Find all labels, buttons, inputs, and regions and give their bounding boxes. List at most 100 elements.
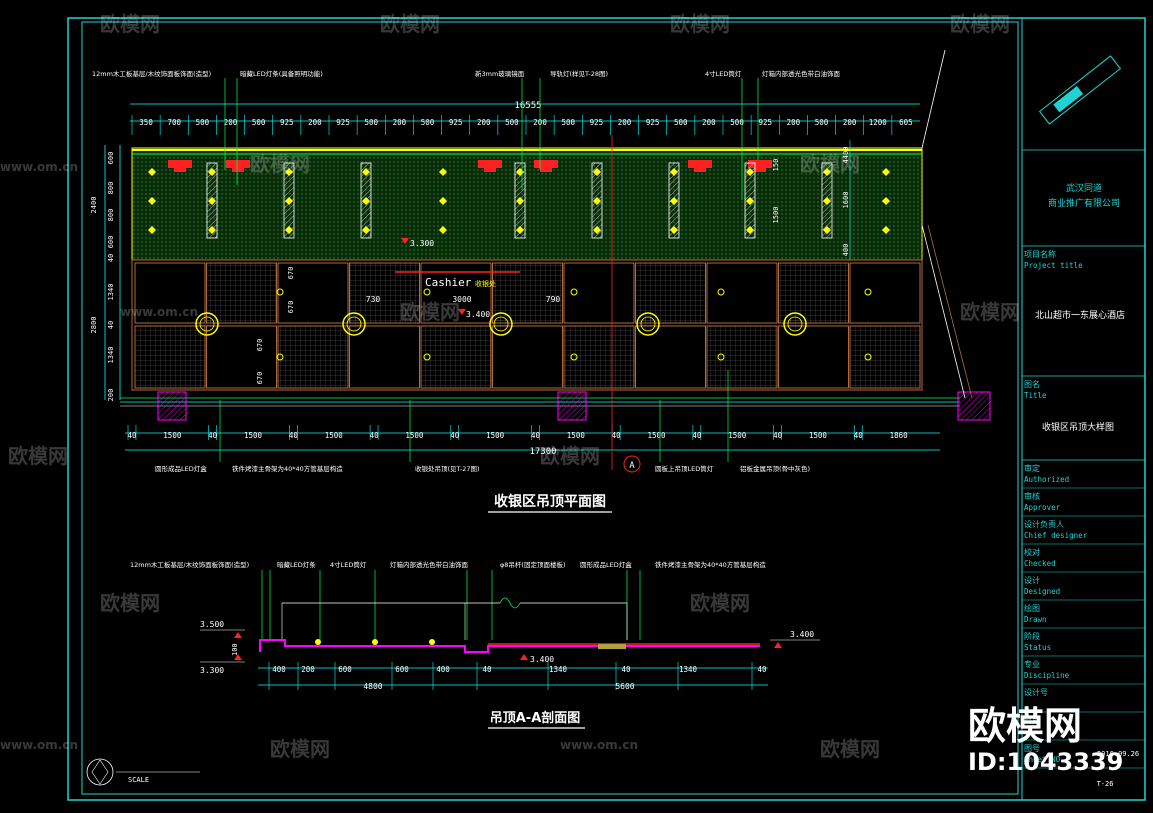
downlight [276, 288, 284, 296]
spot-light-icon [208, 197, 216, 205]
top-dim-label: 350 [139, 118, 153, 127]
grid-cell [206, 262, 277, 324]
cashier-label: Cashier [425, 276, 472, 289]
section-elev-left-bottom: 3.300 [200, 666, 224, 675]
grid-cell [134, 262, 206, 324]
section-callout-1: 12mm木工板基层/木纹饰面板饰面(造型) [130, 560, 249, 569]
section-elev-left-top: 3.500 [200, 620, 224, 629]
drawing-label-cn: 图名 [1024, 379, 1040, 389]
cashier-dim-1: 730 [366, 295, 381, 304]
spot-light-icon [746, 226, 754, 234]
top-dim-label: 200 [224, 118, 238, 127]
bottom-dim-label: 1500 [405, 431, 424, 440]
section-dim-label: 600 [338, 665, 352, 674]
wall-line [921, 49, 946, 149]
small-lights [148, 168, 890, 234]
track-light [748, 160, 772, 168]
spot-light-icon [882, 226, 890, 234]
track-light-base [174, 168, 186, 172]
tb-row-en: Drawn [1024, 615, 1047, 624]
spot-light-icon [746, 197, 754, 205]
top-dim-label: 200 [618, 118, 632, 127]
round-led-light [195, 312, 219, 336]
top-dim-label: 925 [758, 118, 772, 127]
section-dim-label: 1340 [679, 665, 698, 674]
top-dim-label: 200 [787, 118, 801, 127]
grid-cell [706, 325, 778, 389]
grid-cell [134, 325, 206, 389]
drawing-name: 收银区吊顶大样图 [1042, 421, 1114, 433]
left-total-lower: 2800 [90, 317, 98, 334]
bottom-dim-label: 1500 [244, 431, 263, 440]
project-name: 北山超市一东展心酒店 [1035, 309, 1125, 321]
spot-light-icon [516, 226, 524, 234]
grid-cell [778, 325, 849, 389]
top-dim-label: 700 [167, 118, 181, 127]
top-total-dim: 16555 [514, 101, 541, 111]
left-dim-upper: 600 [107, 236, 115, 249]
ceiling-grid-lower [131, 259, 923, 391]
elev-arrow-4 [234, 654, 242, 660]
company-name-1: 武汉同道 [1066, 182, 1102, 194]
tb-row-cn: 图号 [1024, 744, 1040, 753]
section-callout-3: 4寸LED筒灯 [330, 560, 367, 569]
top-dim-label: 200 [308, 118, 322, 127]
track-light-base [694, 168, 706, 172]
track-light-base [484, 168, 496, 172]
top-dim-label: 500 [561, 118, 575, 127]
elevation-mark-1: 3.300 [410, 239, 434, 248]
callout-top-1: 12mm木工板基层/木纹饰面板饰面(造型) [92, 69, 211, 78]
spot-light-icon [439, 197, 447, 205]
tb-row-cn: 专业 [1024, 659, 1040, 669]
section-vert-dim: 100 [231, 643, 239, 656]
track-light [168, 160, 192, 168]
tb-row-cn: 校对 [1024, 547, 1040, 557]
callout-bottom-4: 圆板上吊顶LED筒灯 [655, 464, 714, 473]
column-2 [557, 391, 587, 421]
downlight [570, 288, 578, 296]
downlight [570, 353, 578, 361]
tb-row-en: Approver [1024, 503, 1061, 512]
tb-row-en: Checked [1024, 559, 1056, 568]
bottom-dim-label: 1500 [647, 431, 666, 440]
grid-cell [849, 262, 921, 324]
section-callout-5: φ8吊杆(固定顶面楼板) [500, 560, 566, 569]
section-dim-label: 400 [272, 665, 286, 674]
tb-row-cn: 设计 [1024, 575, 1040, 585]
bottom-dim-label: 40 [531, 431, 541, 440]
top-dim-label: 925 [590, 118, 604, 127]
top-dim-label: 925 [449, 118, 463, 127]
spot-light-2 [372, 639, 378, 645]
bottom-dim-label: 1500 [486, 431, 505, 440]
bottom-dim-label: 1500 [809, 431, 828, 440]
left-dim-lower: 1340 [107, 347, 115, 364]
spot-light-icon [516, 197, 524, 205]
right-dim-label: 1600 [842, 192, 850, 209]
callout-top-2: 暗藏LED灯条(具备照明功能) [240, 69, 323, 78]
top-dim-label: 200 [477, 118, 491, 127]
spot-light-icon [670, 197, 678, 205]
project-label-cn: 项目名称 [1024, 249, 1056, 259]
tb-row-cn: 审核 [1024, 491, 1040, 501]
tb-row-en: Designed [1024, 587, 1060, 596]
callout-top-6: 灯箱内部透光色带白油饰面 [762, 69, 841, 78]
top-dim-label: 500 [252, 118, 266, 127]
company-logo [1038, 55, 1122, 125]
round-led-light-inner [640, 316, 656, 332]
project-label-en: Project title [1024, 261, 1083, 270]
led-box [598, 644, 626, 649]
bottom-dim-label: 40 [773, 431, 783, 440]
spot-light-icon [670, 226, 678, 234]
elev-arrow-2 [458, 309, 466, 315]
track-light-base [754, 168, 766, 172]
section-title: 吊顶A-A剖面图 [490, 710, 581, 726]
section-marker [623, 455, 641, 473]
top-dim-label: 925 [336, 118, 350, 127]
bottom-dim-label: 40 [370, 431, 380, 440]
track-light-base [540, 168, 552, 172]
spot-light-icon [208, 168, 216, 176]
